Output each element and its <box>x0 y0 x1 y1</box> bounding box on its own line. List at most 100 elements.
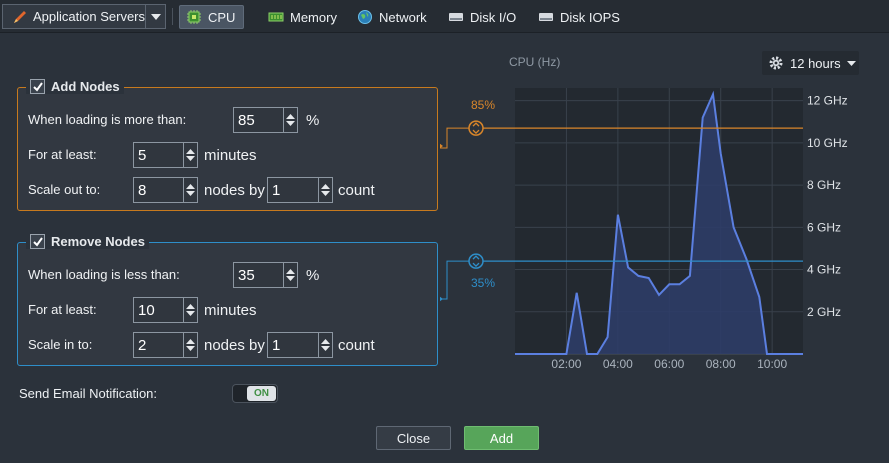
chevron-down-icon <box>846 60 856 66</box>
add-count-stepper[interactable] <box>267 177 333 203</box>
add-button[interactable]: Add <box>464 426 539 450</box>
add-nodes-checkbox[interactable] <box>30 79 45 94</box>
tab-disk-iops[interactable]: Disk IOPS <box>532 5 628 29</box>
stepper-arrows-icon[interactable] <box>317 178 332 202</box>
remove-at-least-stepper[interactable] <box>133 297 198 323</box>
add-scale-stepper[interactable] <box>133 177 198 203</box>
tab-network-label: Network <box>379 9 427 25</box>
drag-arrows-icon <box>472 122 480 135</box>
remove-count-unit: count <box>338 337 375 354</box>
remove-connector <box>440 260 469 300</box>
tab-disk-io-label: Disk I/O <box>470 9 517 25</box>
y-tick-label: 12 GHz <box>807 94 848 108</box>
remove-scale-label: Scale in to: <box>28 337 93 352</box>
cpu-chart: 02:00 04:00 06:00 08:00 10:00 2 GHz 4 GHz 6 GHz… <box>440 88 848 371</box>
remove-nodes-legend: Remove Nodes <box>26 234 149 249</box>
x-tick-label: 08:00 <box>706 357 736 371</box>
y-tick-label: 8 GHz <box>807 178 841 192</box>
add-count-unit: count <box>338 182 375 199</box>
toolbar-divider <box>172 8 173 25</box>
remove-scale-input[interactable] <box>134 333 184 357</box>
tab-cpu-label: CPU <box>208 9 236 25</box>
add-loading-input[interactable] <box>234 108 284 132</box>
add-at-least-label: For at least: <box>28 147 97 162</box>
chevron-down-icon[interactable] <box>145 5 165 28</box>
stepper-arrows-icon[interactable] <box>317 333 332 357</box>
remove-nodes-group: Remove Nodes When loading is less than: … <box>17 234 438 366</box>
stepper-arrows-icon[interactable] <box>183 178 197 202</box>
remove-loading-input[interactable] <box>234 263 284 287</box>
stepper-arrows-icon[interactable] <box>183 298 197 322</box>
checkmark-icon <box>32 81 43 92</box>
stepper-arrows-icon[interactable] <box>183 143 197 167</box>
add-nodes-legend: Add Nodes <box>26 79 124 94</box>
remove-at-least-unit: minutes <box>204 302 257 319</box>
x-tick-label: 06:00 <box>654 357 684 371</box>
add-at-least-row: For at least: <box>28 147 97 162</box>
add-count-input[interactable] <box>268 178 318 202</box>
time-range-label: 12 hours <box>790 55 841 71</box>
tab-disk-io[interactable]: Disk I/O <box>442 5 524 29</box>
cpu-line <box>515 90 803 355</box>
remove-count-stepper[interactable] <box>267 332 333 358</box>
remove-at-least-row: For at least: <box>28 302 97 317</box>
tab-memory-label: Memory <box>290 9 337 25</box>
remove-loading-stepper[interactable] <box>233 262 298 288</box>
stepper-arrows-icon[interactable] <box>283 108 297 132</box>
cpu-area <box>515 94 803 355</box>
add-scale-input[interactable] <box>134 178 184 202</box>
remove-loading-label: When loading is less than: <box>28 267 180 282</box>
add-nodes-by: nodes by <box>204 182 265 199</box>
gear-icon <box>769 56 783 70</box>
y-tick-label: 2 GHz <box>807 305 841 319</box>
toggle-state: ON <box>247 386 276 401</box>
close-button[interactable]: Close <box>376 426 451 450</box>
y-tick-label: 4 GHz <box>807 263 841 277</box>
y-tick-label: 6 GHz <box>807 220 841 234</box>
add-connector <box>440 127 469 149</box>
threshold-label: 85% <box>471 98 495 112</box>
remove-nodes-checkbox[interactable] <box>30 234 45 249</box>
environment-select[interactable]: Application Servers <box>2 4 166 29</box>
threshold-label: 35% <box>471 276 495 290</box>
tab-memory[interactable]: Memory <box>262 5 345 29</box>
remove-scale-row: Scale in to: <box>28 337 92 352</box>
remove-scale-stepper[interactable] <box>133 332 198 358</box>
x-tick-label: 02:00 <box>551 357 581 371</box>
pencil-icon <box>14 10 26 23</box>
globe-icon <box>358 10 372 24</box>
stepper-arrows-icon[interactable] <box>283 263 297 287</box>
remove-count-input[interactable] <box>268 333 318 357</box>
add-scale-label: Scale out to: <box>28 182 101 197</box>
tab-disk-iops-label: Disk IOPS <box>560 9 620 25</box>
x-tick-label: 10:00 <box>757 357 787 371</box>
add-at-least-input[interactable] <box>134 143 184 167</box>
add-loading-stepper[interactable] <box>233 107 298 133</box>
add-connector-arrow <box>440 143 443 149</box>
x-tick-label: 04:00 <box>603 357 633 371</box>
add-loading-row: When loading is more than: <box>28 112 186 127</box>
add-scale-row: Scale out to: <box>28 182 100 197</box>
disk-icon <box>449 13 463 21</box>
add-loading-label: When loading is more than: <box>28 112 187 127</box>
remove-nodes-by: nodes by <box>204 337 265 354</box>
email-notification-label: Send Email Notification: <box>19 386 158 401</box>
add-at-least-stepper[interactable] <box>133 142 198 168</box>
remove-connector-arrow <box>440 296 443 302</box>
add-nodes-title: Add Nodes <box>51 79 120 94</box>
checkmark-icon <box>32 236 43 247</box>
remove-loading-unit: % <box>306 267 320 284</box>
memory-icon <box>268 12 284 22</box>
stepper-arrows-icon[interactable] <box>183 333 197 357</box>
toolbar: Application Servers CPU Memory Network <box>0 0 889 33</box>
tab-cpu[interactable]: CPU <box>179 5 245 29</box>
chart-title: CPU (Hz) <box>509 55 561 69</box>
email-notification-toggle[interactable]: ON <box>232 384 278 403</box>
environment-label: Application Servers <box>33 9 145 24</box>
add-at-least-unit: minutes <box>204 147 257 164</box>
time-range-select[interactable]: 12 hours <box>762 51 859 75</box>
tab-network[interactable]: Network <box>351 5 435 29</box>
y-tick-label: 10 GHz <box>807 136 848 150</box>
remove-at-least-input[interactable] <box>134 298 184 322</box>
add-nodes-group: Add Nodes When loading is more than: % F… <box>17 79 438 211</box>
